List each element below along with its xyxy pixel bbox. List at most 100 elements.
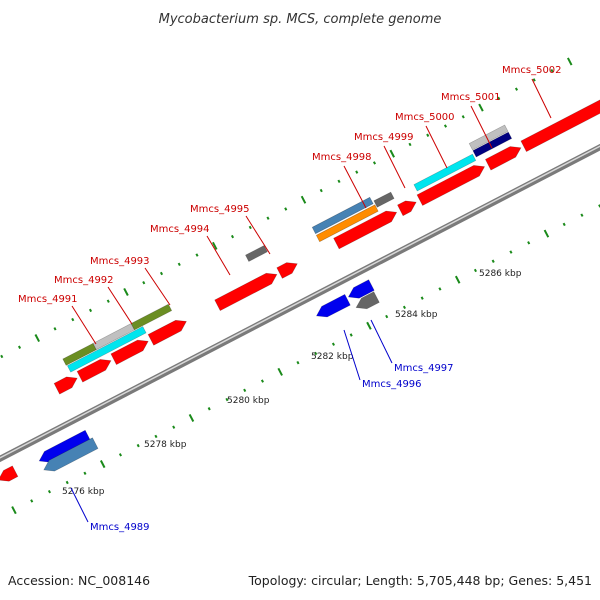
gene-label[interactable]: Mmcs_5000: [395, 112, 455, 123]
tick-mark: [454, 275, 461, 284]
tick-mark: [34, 334, 40, 343]
topology-summary: Topology: circular; Length: 5,705,448 bp…: [248, 573, 592, 588]
tick-mark: [11, 506, 17, 515]
gene-label[interactable]: Mmcs_4995: [190, 204, 250, 215]
label-leader-line: [470, 105, 493, 149]
scale-label: 5282 kbp: [311, 352, 354, 362]
label-leader-line: [370, 319, 393, 364]
gene-label[interactable]: Mmcs_4997: [394, 363, 454, 374]
gene-label[interactable]: Mmcs_5001: [441, 92, 501, 103]
tick-mark: [337, 179, 341, 184]
tick-mark: [478, 103, 484, 112]
tick-mark: [284, 207, 288, 211]
gene-label[interactable]: Mmcs_4994: [150, 224, 210, 235]
gene-label[interactable]: Mmcs_4991: [18, 294, 78, 305]
tick-mark: [349, 333, 353, 337]
tick-mark: [372, 161, 377, 165]
cds-arrow: [397, 200, 417, 217]
tick-mark: [385, 314, 389, 319]
tick-mark: [30, 499, 34, 503]
cds-arrow: [214, 272, 278, 312]
tick-mark: [207, 407, 211, 411]
tick-mark: [71, 317, 75, 322]
cds-arrow: [76, 359, 112, 383]
tick-mark: [53, 327, 57, 331]
tick-mark: [497, 96, 501, 101]
tick-mark: [550, 69, 554, 73]
tick-mark: [0, 354, 4, 359]
accession-text: Accession: NC_008146: [8, 573, 150, 588]
tick-mark: [47, 490, 51, 494]
scale-label: 5286 kbp: [479, 269, 522, 279]
tick-mark: [230, 234, 235, 239]
tick-mark: [106, 299, 110, 303]
label-leader-line: [144, 267, 171, 306]
gene-label[interactable]: Mmcs_4999: [354, 132, 414, 143]
tick-mark: [567, 57, 573, 66]
cds-arrow: [333, 210, 398, 250]
tick-mark: [17, 345, 22, 349]
gene-label[interactable]: Mmcs_4989: [90, 522, 150, 533]
label-leader-line: [383, 145, 406, 189]
tick-mark: [438, 287, 442, 291]
gene-label[interactable]: Mmcs_4993: [90, 256, 150, 267]
map-title: Mycobacterium sp. MCS, complete genome: [159, 12, 442, 27]
tick-mark: [331, 342, 335, 346]
tick-mark: [212, 241, 218, 250]
genome-backbone: [0, 143, 600, 463]
cds-block: [468, 124, 509, 151]
label-leader-line: [206, 235, 231, 276]
label-leader-line: [343, 165, 367, 209]
cds-block: [413, 153, 477, 192]
tick-mark: [580, 213, 584, 217]
cds-arrow: [520, 99, 600, 153]
scale-label: 5278 kbp: [144, 440, 187, 450]
tick-mark: [266, 216, 270, 220]
tick-mark: [188, 413, 195, 422]
tick-mark: [543, 229, 550, 238]
reverse-cds-arrow: [38, 429, 92, 463]
gene-label[interactable]: Mmcs_4996: [362, 379, 422, 390]
label-leader-line: [343, 329, 361, 381]
scale-label: 5284 kbp: [395, 310, 438, 320]
cds-arrow: [416, 165, 486, 206]
tick-mark: [420, 296, 424, 300]
cds-arrow: [110, 339, 149, 366]
cds-block: [130, 303, 173, 331]
inner-tick-track: [11, 204, 600, 515]
tick-mark: [118, 453, 122, 457]
tick-mark: [319, 188, 323, 193]
tick-mark: [195, 253, 199, 257]
tick-mark: [562, 222, 566, 227]
gene-label[interactable]: Mmcs_4992: [54, 275, 114, 286]
label-leader-line: [425, 125, 448, 169]
scale-label: 5280 kbp: [227, 396, 270, 406]
tick-mark: [159, 271, 164, 276]
tick-mark: [83, 471, 87, 475]
tick-mark: [172, 425, 176, 429]
cds-arrow: [53, 376, 78, 395]
label-leader-line: [71, 305, 97, 345]
tick-mark: [408, 142, 412, 147]
tick-mark: [142, 281, 146, 285]
tick-mark: [389, 149, 395, 158]
tick-mark: [366, 321, 372, 330]
gene-label[interactable]: Mmcs_5002: [502, 65, 562, 76]
tick-mark: [123, 287, 129, 296]
cds-arrow: [276, 262, 298, 279]
cds-arrow: [0, 465, 19, 482]
cds-block: [66, 326, 147, 373]
gene-label-layer: Mmcs_4989Mmcs_4991Mmcs_4992Mmcs_4993Mmcs…: [18, 65, 562, 533]
tick-mark: [296, 360, 300, 365]
tick-mark: [491, 259, 495, 263]
tick-mark: [461, 115, 465, 119]
tick-mark: [300, 195, 307, 204]
label-leader-line: [531, 78, 552, 119]
tick-mark: [509, 250, 513, 254]
tick-mark: [99, 460, 106, 469]
gene-label[interactable]: Mmcs_4998: [312, 152, 372, 163]
label-leader-line: [107, 286, 133, 325]
tick-mark: [154, 434, 158, 439]
tick-mark: [426, 133, 430, 137]
cds-block: [472, 131, 513, 158]
